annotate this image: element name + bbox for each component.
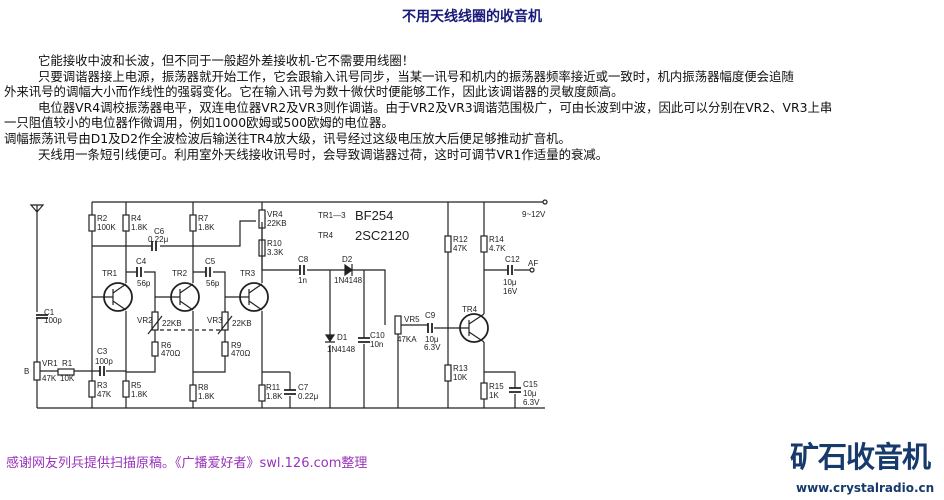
tr13-label: TR1—3: [318, 211, 346, 220]
r1-value: 10K: [60, 374, 75, 383]
c15-value: 10μ: [523, 389, 537, 398]
c1-label: C1: [44, 308, 55, 317]
circuit-schematic: BF254 TR1—3 2SC2120 TR4 9~12V AF B R2100…: [24, 199, 548, 409]
d2-value: 1N4148: [334, 276, 363, 285]
paragraph: 外来讯号的调幅大小而作线性的强弱变化。它在输入讯号为数十微伏时便能够工作，因此该…: [4, 84, 624, 100]
r10-label: R10: [267, 239, 282, 248]
tr4-label: TR4: [318, 231, 334, 240]
c15-voltage: 6.3V: [523, 398, 540, 407]
supply-terminal: [542, 199, 548, 205]
c5-value: 56p: [206, 279, 220, 288]
page-title: 不用天线线圈的收音机: [402, 9, 542, 25]
c9-voltage: 6.3V: [424, 343, 441, 352]
tr3-label: TR3: [240, 269, 256, 278]
c15-label: C15: [523, 380, 538, 389]
vr5-label: VR5: [404, 315, 420, 324]
vr2-value: 22KB: [162, 319, 182, 328]
r10-value: 3.3K: [267, 248, 284, 257]
vr1-value: 47K: [42, 374, 57, 383]
vr3-label: VR3: [207, 316, 223, 325]
af-label: AF: [528, 259, 538, 268]
paragraph: 只要调谐器接上电源，振荡器就开始工作，它会跟输入讯号同步，当某一讯号和机内的振荡…: [38, 68, 794, 84]
r9-label: R9: [231, 341, 242, 350]
r15-value: 1K: [489, 391, 499, 400]
paragraph: 天线用一条短引线便可。利用室外天线接收讯号时，会导致调谐器过荷，这时可调节VR1…: [38, 146, 609, 162]
c6-label: C6: [154, 227, 165, 236]
c9-value: 10μ: [425, 335, 439, 344]
c7-label: C7: [298, 383, 309, 392]
c3-value: 100p: [95, 357, 113, 366]
c6-value: 0.22μ: [148, 235, 169, 244]
tr13-type-label: BF254: [355, 208, 393, 223]
r7-label: R7: [198, 214, 209, 223]
r3-value: 47K: [97, 390, 112, 399]
d1-value: 1N4148: [327, 345, 356, 354]
tr4-symbol-label: TR4: [462, 305, 478, 314]
site-url: www.crystalradio.cn: [796, 481, 935, 495]
r15-label: R15: [489, 382, 504, 391]
r4-value: 1.8K: [131, 223, 148, 232]
c4-value: 56p: [137, 279, 151, 288]
tr1-label: TR1: [102, 269, 118, 278]
vr4-label: VR4: [267, 210, 283, 219]
r3-label: R3: [97, 381, 108, 390]
c10-label: C10: [370, 331, 385, 340]
c8-value: 1n: [298, 276, 307, 285]
c1-value: 100p: [44, 316, 62, 325]
r7-value: 1.8K: [198, 223, 215, 232]
c4-label: C4: [136, 257, 147, 266]
supply-label: 9~12V: [522, 210, 546, 219]
credit-text: 感谢网友列兵提供扫描原稿。《广播爱好者》swl.126.com整理: [6, 456, 368, 471]
vr5-value: 47KA: [397, 335, 417, 344]
r8-label: R8: [198, 383, 209, 392]
input-label: B: [24, 367, 29, 376]
r6-label: R6: [161, 341, 172, 350]
paragraph: 电位器VR4调校振荡器电平，双连电位器VR2及VR3则作调谐。由于VR2及VR3…: [38, 99, 833, 115]
paragraph: 它能接收中波和长波，但不同于一般超外差接收机-它不需要用线圈！: [38, 53, 415, 68]
c12-value: 10μ: [503, 278, 517, 287]
resistors: [33, 209, 488, 402]
d1-label: D1: [337, 333, 348, 342]
site-logo: 矿石收音机: [790, 440, 931, 474]
antenna-icon: [29, 204, 45, 213]
r9-value: 470Ω: [231, 349, 250, 358]
paragraph: 调幅振荡讯号由D1及D2作全波检波后输送往TR4放大级，讯号经过这级电压放大后便…: [4, 130, 571, 146]
r6-value: 470Ω: [161, 349, 180, 358]
c3-label: C3: [97, 347, 108, 356]
c10-value: 10n: [370, 340, 383, 349]
r5-value: 1.8K: [131, 390, 148, 399]
vr1-label: VR1: [42, 359, 58, 368]
vr4-value: 22KB: [267, 219, 287, 228]
c9-label: C9: [425, 311, 436, 320]
vr2-label: VR2: [137, 316, 153, 325]
r4-label: R4: [131, 214, 142, 223]
r12-label: R12: [453, 235, 468, 244]
r11-label: R11: [266, 383, 281, 392]
r2-value: 100K: [97, 223, 116, 232]
c5-label: C5: [205, 257, 216, 266]
tr2-label: TR2: [172, 269, 188, 278]
r11-value: 1.8K: [266, 392, 283, 401]
af-output-terminal[interactable]: [529, 267, 535, 273]
r2-label: R2: [97, 214, 108, 223]
r13-value: 10K: [453, 373, 468, 382]
r14-label: R14: [489, 235, 504, 244]
article-body: 它能接收中波和长波，但不同于一般超外差接收机-它不需要用线圈！ 只要调谐器接上电…: [4, 53, 944, 162]
r14-value: 4.7K: [489, 244, 506, 253]
tr4-type-label: 2SC2120: [355, 228, 409, 243]
r1-label: R1: [62, 359, 73, 368]
r12-value: 47K: [453, 244, 468, 253]
paragraph: 一只阻值较小的电位器作微调用，例如1000欧姆或500欧姆的电位器。: [4, 115, 394, 131]
vr3-value: 22KB: [232, 319, 252, 328]
r5-label: R5: [131, 381, 142, 390]
d2-label: D2: [342, 255, 353, 264]
c8-label: C8: [298, 255, 309, 264]
r13-label: R13: [453, 364, 468, 373]
c12-voltage: 16V: [503, 287, 518, 296]
r8-value: 1.8K: [198, 392, 215, 401]
c7-value: 0.22μ: [298, 392, 319, 401]
c12-label: C12: [505, 255, 520, 264]
